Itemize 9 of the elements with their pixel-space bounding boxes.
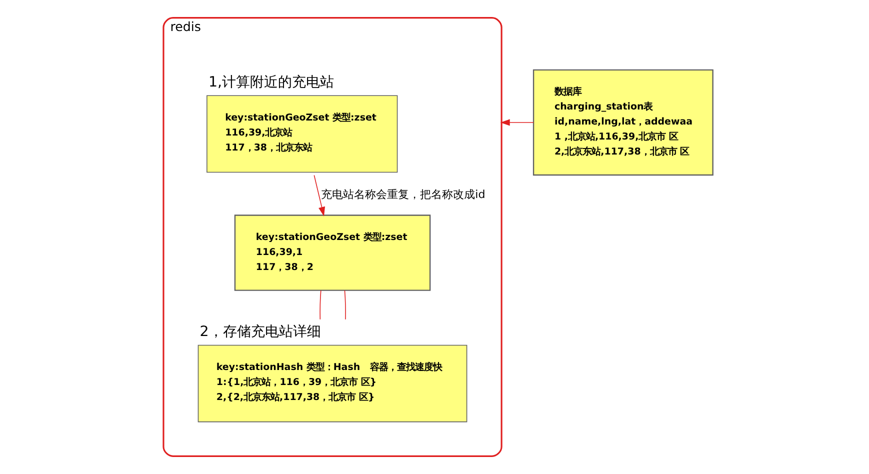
node-label: 1,计算附近的充电站 xyxy=(208,74,334,90)
edge-label: 充电站名称会重复，把名称改成id xyxy=(320,188,485,202)
node-box: key:stationGeoZset 类型:zset 116,39,1 117，38，2 xyxy=(234,214,430,291)
arrow xyxy=(500,119,534,126)
connector xyxy=(319,290,321,320)
connector xyxy=(344,290,346,320)
node-box: 数据库 charging_station表 id,name,lng,lat，addewaa 1 ,北京站,116,39,北京市 区 2,北京东站,117,38，北京市 区 xyxy=(532,69,713,176)
node-label: 2，存储充电站详细 xyxy=(199,324,320,340)
arrow xyxy=(313,174,325,216)
